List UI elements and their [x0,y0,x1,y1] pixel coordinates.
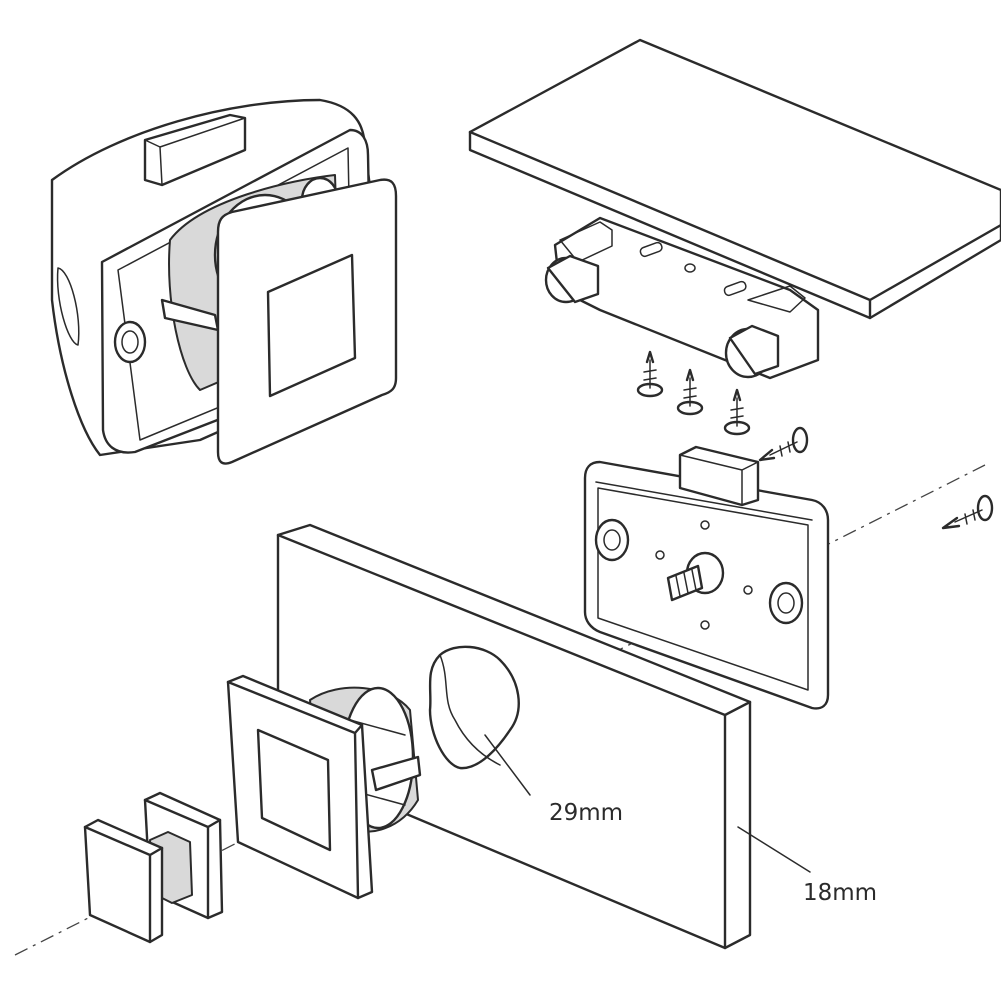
knob [83,791,224,944]
thickness-leader-line [737,826,811,873]
dimension-leaders [484,734,811,873]
screw-2 [676,368,704,416]
screw-4 [758,426,809,462]
screw-3 [723,388,751,436]
trim-frame [226,674,374,900]
panel-thickness-label: 18mm [803,880,878,906]
assembled-lock [50,98,398,465]
strike-catch [544,216,820,380]
lock-backplate [583,445,830,710]
shelf-board [468,38,1001,320]
screw-set [636,350,994,530]
hole-diameter-label: 29mm [549,800,624,826]
screw-5 [941,494,994,530]
hole-leader-line [484,734,531,796]
screw-1 [636,350,664,398]
